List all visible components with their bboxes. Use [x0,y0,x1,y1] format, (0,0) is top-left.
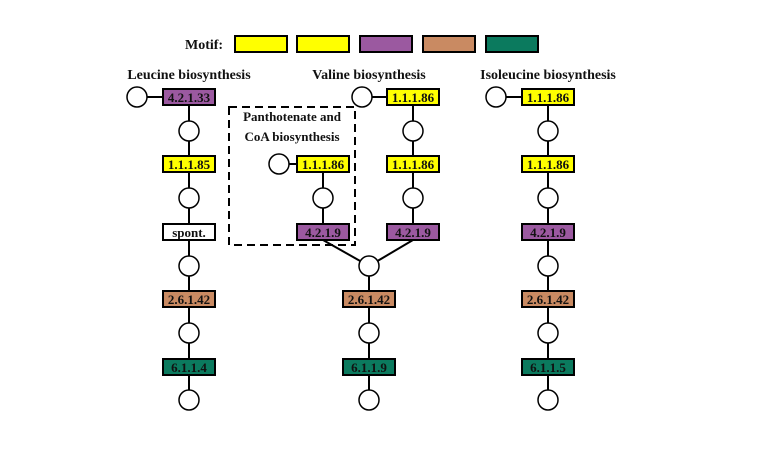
leucine-title: Leucine biosynthesis [127,68,251,83]
enzyme-box-rect [162,155,216,173]
enzyme-label: 2.6.1.42 [527,292,569,307]
enzyme-label: 6.1.1.9 [351,360,387,375]
legend-swatch-motif-green [485,35,539,53]
enzyme-label: spont. [172,225,206,240]
isoleucine-enzyme-0: 1.1.1.86 [521,88,575,106]
legend-label: Motif: [185,38,223,53]
isoleucine-title: Isoleucine biosynthesis [480,68,616,83]
valine-start-node [351,86,373,108]
leucine-node-0 [178,120,200,142]
leucine-start-node [126,86,148,108]
isoleucine-node-2 [537,255,559,277]
pantothenate-enzyme-0: 1.1.1.86 [296,155,350,173]
valine-node-3 [358,322,380,344]
enzyme-label: 4.2.1.9 [530,225,566,240]
pantothenate-node-0 [312,187,334,209]
valine-node-4 [358,389,380,411]
pantothenate-title-line2: CoA biosynthesis [245,129,340,144]
enzyme-box-rect [386,88,440,106]
enzyme-label: 1.1.1.86 [527,90,570,105]
leucine-enzyme-3: 2.6.1.42 [162,290,216,308]
legend-swatch-motif-purple [359,35,413,53]
enzyme-label: 1.1.1.86 [392,90,435,105]
valine-enzyme-3: 2.6.1.42 [342,290,396,308]
valine-enzyme-0: 1.1.1.86 [386,88,440,106]
enzyme-label: 1.1.1.86 [302,157,345,172]
isoleucine-node-1 [537,187,559,209]
isoleucine-node-3 [537,322,559,344]
enzyme-box-rect [521,358,575,376]
leucine-node-3 [178,322,200,344]
isoleucine-enzyme-3: 2.6.1.42 [521,290,575,308]
pantothenate-title-line1: Panthotenate and [243,109,342,124]
enzyme-box-rect [521,223,575,241]
pantothenate-start-node [268,153,290,175]
isoleucine-enzyme-2: 4.2.1.9 [521,223,575,241]
valine-enzyme-1: 1.1.1.86 [386,155,440,173]
leucine-node-2 [178,255,200,277]
isoleucine-enzyme-4: 6.1.1.5 [521,358,575,376]
enzyme-box-rect [386,223,440,241]
isoleucine-start-node [485,86,507,108]
enzyme-box-rect [162,290,216,308]
valine-enzyme-2: 4.2.1.9 [386,223,440,241]
enzyme-box-rect [342,290,396,308]
enzyme-box-rect [162,358,216,376]
enzyme-label: 6.1.1.5 [530,360,566,375]
valine-enzyme-4: 6.1.1.9 [342,358,396,376]
enzyme-label: 2.6.1.42 [168,292,210,307]
legend-swatch-motif-yellow-1 [234,35,288,53]
leucine-enzyme-2: spont. [162,223,216,241]
leucine-enzyme-4: 6.1.1.4 [162,358,216,376]
enzyme-label: 4.2.1.9 [395,225,431,240]
enzyme-label: 1.1.1.86 [392,157,435,172]
enzyme-label: 2.6.1.42 [348,292,390,307]
valine-merge-node [358,255,380,277]
legend-swatch-motif-yellow-2 [296,35,350,53]
enzyme-label: 4.2.1.33 [168,90,211,105]
edges [137,96,549,400]
valine-node-0 [402,120,424,142]
enzyme-box-rect [521,88,575,106]
enzyme-box-rect [296,155,350,173]
isoleucine-enzyme-1: 1.1.1.86 [521,155,575,173]
enzyme-label: 1.1.1.85 [168,157,211,172]
isoleucine-node-0 [537,120,559,142]
leucine-enzyme-0: 4.2.1.33 [162,88,216,106]
pantothenate-enzyme-1: 4.2.1.9 [296,223,350,241]
enzyme-box-rect [162,88,216,106]
enzyme-box-rect [521,290,575,308]
enzyme-box-rect [521,155,575,173]
valine-node-1 [402,187,424,209]
leucine-enzyme-1: 1.1.1.85 [162,155,216,173]
pantothenate-box [228,106,356,246]
enzyme-box-rect [296,223,350,241]
leucine-node-1 [178,187,200,209]
compound-nodes [126,86,559,411]
legend-swatch-motif-tan [422,35,476,53]
isoleucine-node-4 [537,389,559,411]
enzyme-label: 1.1.1.86 [527,157,570,172]
legend-swatches [234,35,539,53]
enzyme-label: 6.1.1.4 [171,360,207,375]
leucine-node-4 [178,389,200,411]
enzyme-box-rect [342,358,396,376]
valine-title: Valine biosynthesis [312,68,426,83]
enzyme-label: 4.2.1.9 [305,225,341,240]
enzyme-box-rect [162,223,216,241]
enzyme-boxes: 4.2.1.33 1.1.1.85 spont. 2.6.1.42 6.1.1.4 1.1… [162,88,575,376]
enzyme-box-rect [386,155,440,173]
